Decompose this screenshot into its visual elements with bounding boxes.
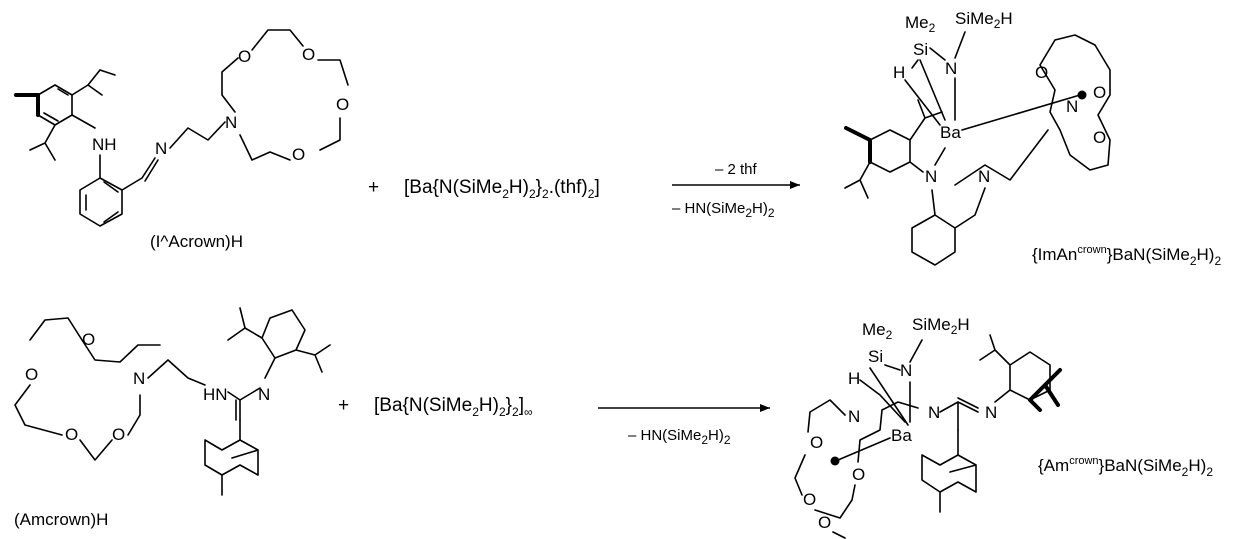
imine-n-atom: N bbox=[155, 139, 167, 158]
crown2-o-1: O bbox=[82, 330, 95, 349]
ligand1-label: (I^Acrown)H bbox=[150, 232, 243, 251]
centroid-dot-1 bbox=[1077, 90, 1087, 100]
amide-n-atom-1: N bbox=[945, 59, 957, 78]
ligand2-label: (Amcrown)H bbox=[14, 510, 108, 529]
plus-sign-1: + bbox=[368, 177, 379, 198]
product1-label: {ImAncrown}BaN(SiMe2H)2 bbox=[1032, 244, 1221, 268]
benzaldimine-ring bbox=[79, 154, 156, 227]
crown-o-p2d: O bbox=[818, 513, 831, 532]
reagent2: [Ba{N(SiMe2H)2}2]∞ bbox=[374, 395, 533, 419]
crown2-o-2: O bbox=[25, 365, 38, 384]
crown2-o-3: O bbox=[65, 425, 78, 444]
si-atom-2: Si bbox=[868, 347, 883, 366]
me2-label-2: Me2 bbox=[862, 320, 893, 342]
aryl-ring bbox=[14, 84, 73, 126]
crown-o-p1a: O bbox=[1093, 83, 1106, 102]
si-h-atom-2: H bbox=[848, 369, 860, 388]
sime2h-label-2: SiMe2H bbox=[912, 315, 970, 337]
crown-n-atom: N bbox=[225, 113, 237, 132]
crown-o-p2a: O bbox=[810, 433, 823, 452]
condition-thf-loss: – 2 thf bbox=[715, 161, 758, 178]
amidine-n-atom-p2a: N bbox=[928, 403, 940, 422]
product-imine-barium: Me2 SiMe2H Si H N Ba N O O O N N {ImAncr… bbox=[844, 9, 1221, 268]
reaction-arrow-2 bbox=[598, 404, 770, 412]
amide-n-atom-2: N bbox=[900, 361, 912, 380]
barium-atom-1: Ba bbox=[940, 123, 961, 142]
ligand-amidine-crown: O O O O N HN N (Amcrown)H bbox=[14, 307, 331, 529]
imine-n-atom-p1: N bbox=[978, 167, 990, 186]
crown-o-1: O bbox=[238, 47, 251, 66]
crown-o-p1c: O bbox=[1035, 63, 1048, 82]
crown2-o-4: O bbox=[112, 425, 125, 444]
crown-o-p2c: O bbox=[803, 490, 816, 509]
si-h-atom-1: H bbox=[893, 63, 905, 82]
crown-o-2: O bbox=[302, 45, 315, 64]
si-atom-1: Si bbox=[913, 40, 928, 59]
product2-label: {Amcrown}BaN(SiMe2H)2 bbox=[1038, 455, 1213, 479]
centroid-dot-2 bbox=[830, 456, 840, 466]
amidine-n-atom: N bbox=[258, 385, 270, 404]
nh-atom: NH bbox=[92, 135, 117, 154]
crown-n-atom-p1: N bbox=[1066, 97, 1078, 116]
condition-amine-loss-2: – HN(SiMe2H)2 bbox=[628, 427, 731, 447]
product-amidine-barium: Me2 SiMe2H Si H N Ba N O O O O N N {Amcr… bbox=[794, 315, 1213, 539]
plus-sign-2: + bbox=[338, 395, 349, 416]
crown-o-3: O bbox=[336, 95, 349, 114]
crown-o-p2b: O bbox=[852, 465, 865, 484]
aryl-n-atom-1: N bbox=[925, 167, 937, 186]
sime2h-label-1: SiMe2H bbox=[955, 9, 1013, 31]
crown-o-p1b: O bbox=[1093, 128, 1106, 147]
reaction-arrow-1 bbox=[672, 181, 800, 189]
reagent1: [Ba{N(SiMe2H)2}2.(thf)2] bbox=[404, 177, 600, 201]
ligand-imine-crown: NH N N O O O O (I^Acrown)H bbox=[14, 29, 349, 251]
amidine-nh-atom: HN bbox=[203, 385, 228, 404]
me2-label-1: Me2 bbox=[905, 13, 936, 35]
crown-o-4: O bbox=[292, 145, 305, 164]
aza-crown-ring: O O O O bbox=[221, 29, 349, 164]
condition-amine-loss-1: – HN(SiMe2H)2 bbox=[672, 200, 775, 220]
barium-atom-2: Ba bbox=[891, 426, 912, 445]
crown-n-atom-p2: N bbox=[848, 407, 860, 426]
crown2-n-atom: N bbox=[133, 369, 145, 388]
amidine-n-atom-p2b: N bbox=[985, 403, 997, 422]
